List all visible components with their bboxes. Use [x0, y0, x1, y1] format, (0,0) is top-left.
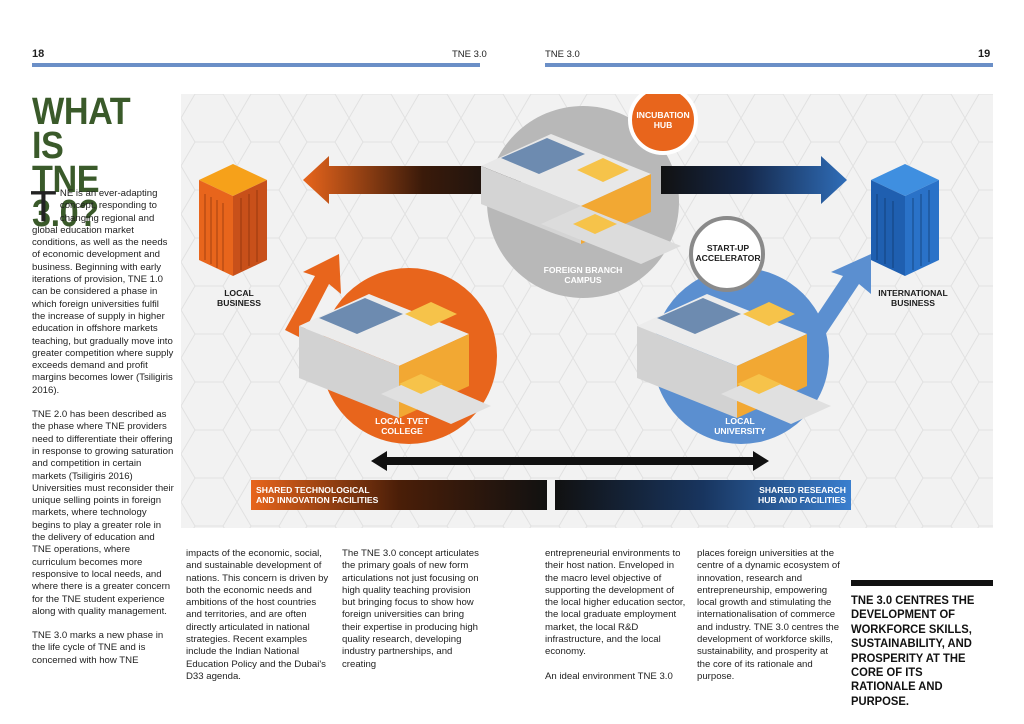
body-column-2-text: impacts of the economic, social, and sus…: [186, 548, 329, 682]
tvet-college-label-line-1: LOCAL TVET: [375, 416, 429, 426]
foreign-branch-label-line-2: CAMPUS: [564, 275, 602, 285]
tvet-college-building: [299, 294, 491, 424]
shared-technological-band: [251, 480, 547, 510]
foreign-branch-label: FOREIGN BRANCH CAMPUS: [533, 265, 633, 285]
startup-accelerator-circle: [689, 216, 765, 292]
arrow-university-to-business: [807, 254, 871, 338]
body-column-4-text-2: An ideal environment TNE 3.0: [545, 670, 673, 682]
local-business-building: [199, 164, 267, 276]
tvet-college-label: LOCAL TVET COLLEGE: [362, 416, 442, 436]
arrow-to-international-business: [661, 156, 847, 204]
international-business-label-line-2: BUSINESS: [891, 298, 935, 308]
shared-research-label-line-2: HUB AND FACILITIES: [757, 495, 846, 505]
incubation-hub-label: INCUBATION HUB: [630, 110, 696, 130]
tvet-college-label-line-2: COLLEGE: [381, 426, 423, 436]
intro-paragraph-3: TNE 3.0 marks a new phase in the life cy…: [32, 630, 164, 666]
shared-research-label-line-1: SHARED RESEARCH: [759, 485, 846, 495]
local-university-label-line-1: LOCAL: [725, 416, 755, 426]
left-running-title: TNE 3.0: [452, 49, 487, 60]
double-arrow: [371, 451, 769, 471]
shared-technological-label: SHARED TECHNOLOGICAL AND INNOVATION FACI…: [256, 485, 436, 505]
drop-cap: T: [30, 182, 57, 231]
intro-paragraph-2: TNE 2.0 has been described as the phase …: [32, 409, 174, 617]
arrow-to-local-business: [303, 156, 521, 204]
intro-paragraph-1-text: NE is an ever-adapting concept, respondi…: [32, 188, 174, 396]
local-university-label-line-2: UNIVERSITY: [714, 426, 766, 436]
body-column-4: entrepreneurial environments to their ho…: [545, 548, 687, 695]
shared-technological-label-line-2: AND INNOVATION FACILITIES: [256, 495, 379, 505]
body-column-5-text: places foreign universities at the centr…: [697, 548, 840, 682]
foreign-branch-label-line-1: FOREIGN BRANCH: [543, 265, 623, 275]
title-line-1: WHAT IS: [32, 91, 131, 167]
body-column-5: places foreign universities at the centr…: [697, 548, 843, 695]
international-business-label-line-1: INTERNATIONAL: [878, 288, 948, 298]
tne-ecosystem-diagram: [181, 94, 993, 528]
pull-quote: TNE 3.0 CENTRES THE DEVELOPMENT OF WORKF…: [851, 593, 975, 708]
shared-research-band: [555, 480, 851, 510]
left-header-rule: [32, 63, 480, 67]
local-business-label-line-2: BUSINESS: [217, 298, 261, 308]
local-business-label: LOCAL BUSINESS: [199, 288, 279, 308]
page-title: WHAT IS TNE 3.0?: [32, 91, 167, 235]
pull-quote-rule: [851, 580, 993, 586]
left-page-number: 18: [32, 48, 45, 60]
startup-accelerator-label: START-UP ACCELERATOR: [680, 243, 776, 263]
shared-research-label: SHARED RESEARCH HUB AND FACILITIES: [700, 485, 846, 505]
right-header-rule: [545, 63, 993, 67]
international-business-building: [871, 164, 939, 276]
incubation-hub-label-line-1: INCUBATION: [636, 110, 690, 120]
right-page-number: 19: [978, 48, 991, 60]
body-column-3-text: The TNE 3.0 concept articulates the prim…: [342, 548, 479, 670]
arrow-tvet-to-business: [285, 254, 341, 338]
local-business-label-line-1: LOCAL: [224, 288, 254, 298]
local-university-label: LOCAL UNIVERSITY: [700, 416, 780, 436]
body-column-4-text: entrepreneurial environments to their ho…: [545, 548, 686, 658]
incubation-hub-label-line-2: HUB: [653, 120, 673, 130]
university-building: [637, 294, 831, 424]
body-column-3: The TNE 3.0 concept articulates the prim…: [342, 548, 484, 683]
body-column-2: impacts of the economic, social, and sus…: [186, 548, 332, 695]
title-line-2: TNE 3.0?: [32, 159, 100, 235]
startup-accelerator-label-line-2: ACCELERATOR: [695, 253, 761, 263]
shared-technological-label-line-1: SHARED TECHNOLOGICAL: [256, 485, 370, 495]
international-business-label: INTERNATIONAL BUSINESS: [863, 288, 963, 308]
right-running-title: TNE 3.0: [545, 49, 580, 60]
foreign-campus-building: [481, 134, 681, 264]
startup-accelerator-label-line-1: START-UP: [706, 243, 750, 253]
incubation-hub-circle: [628, 94, 698, 155]
